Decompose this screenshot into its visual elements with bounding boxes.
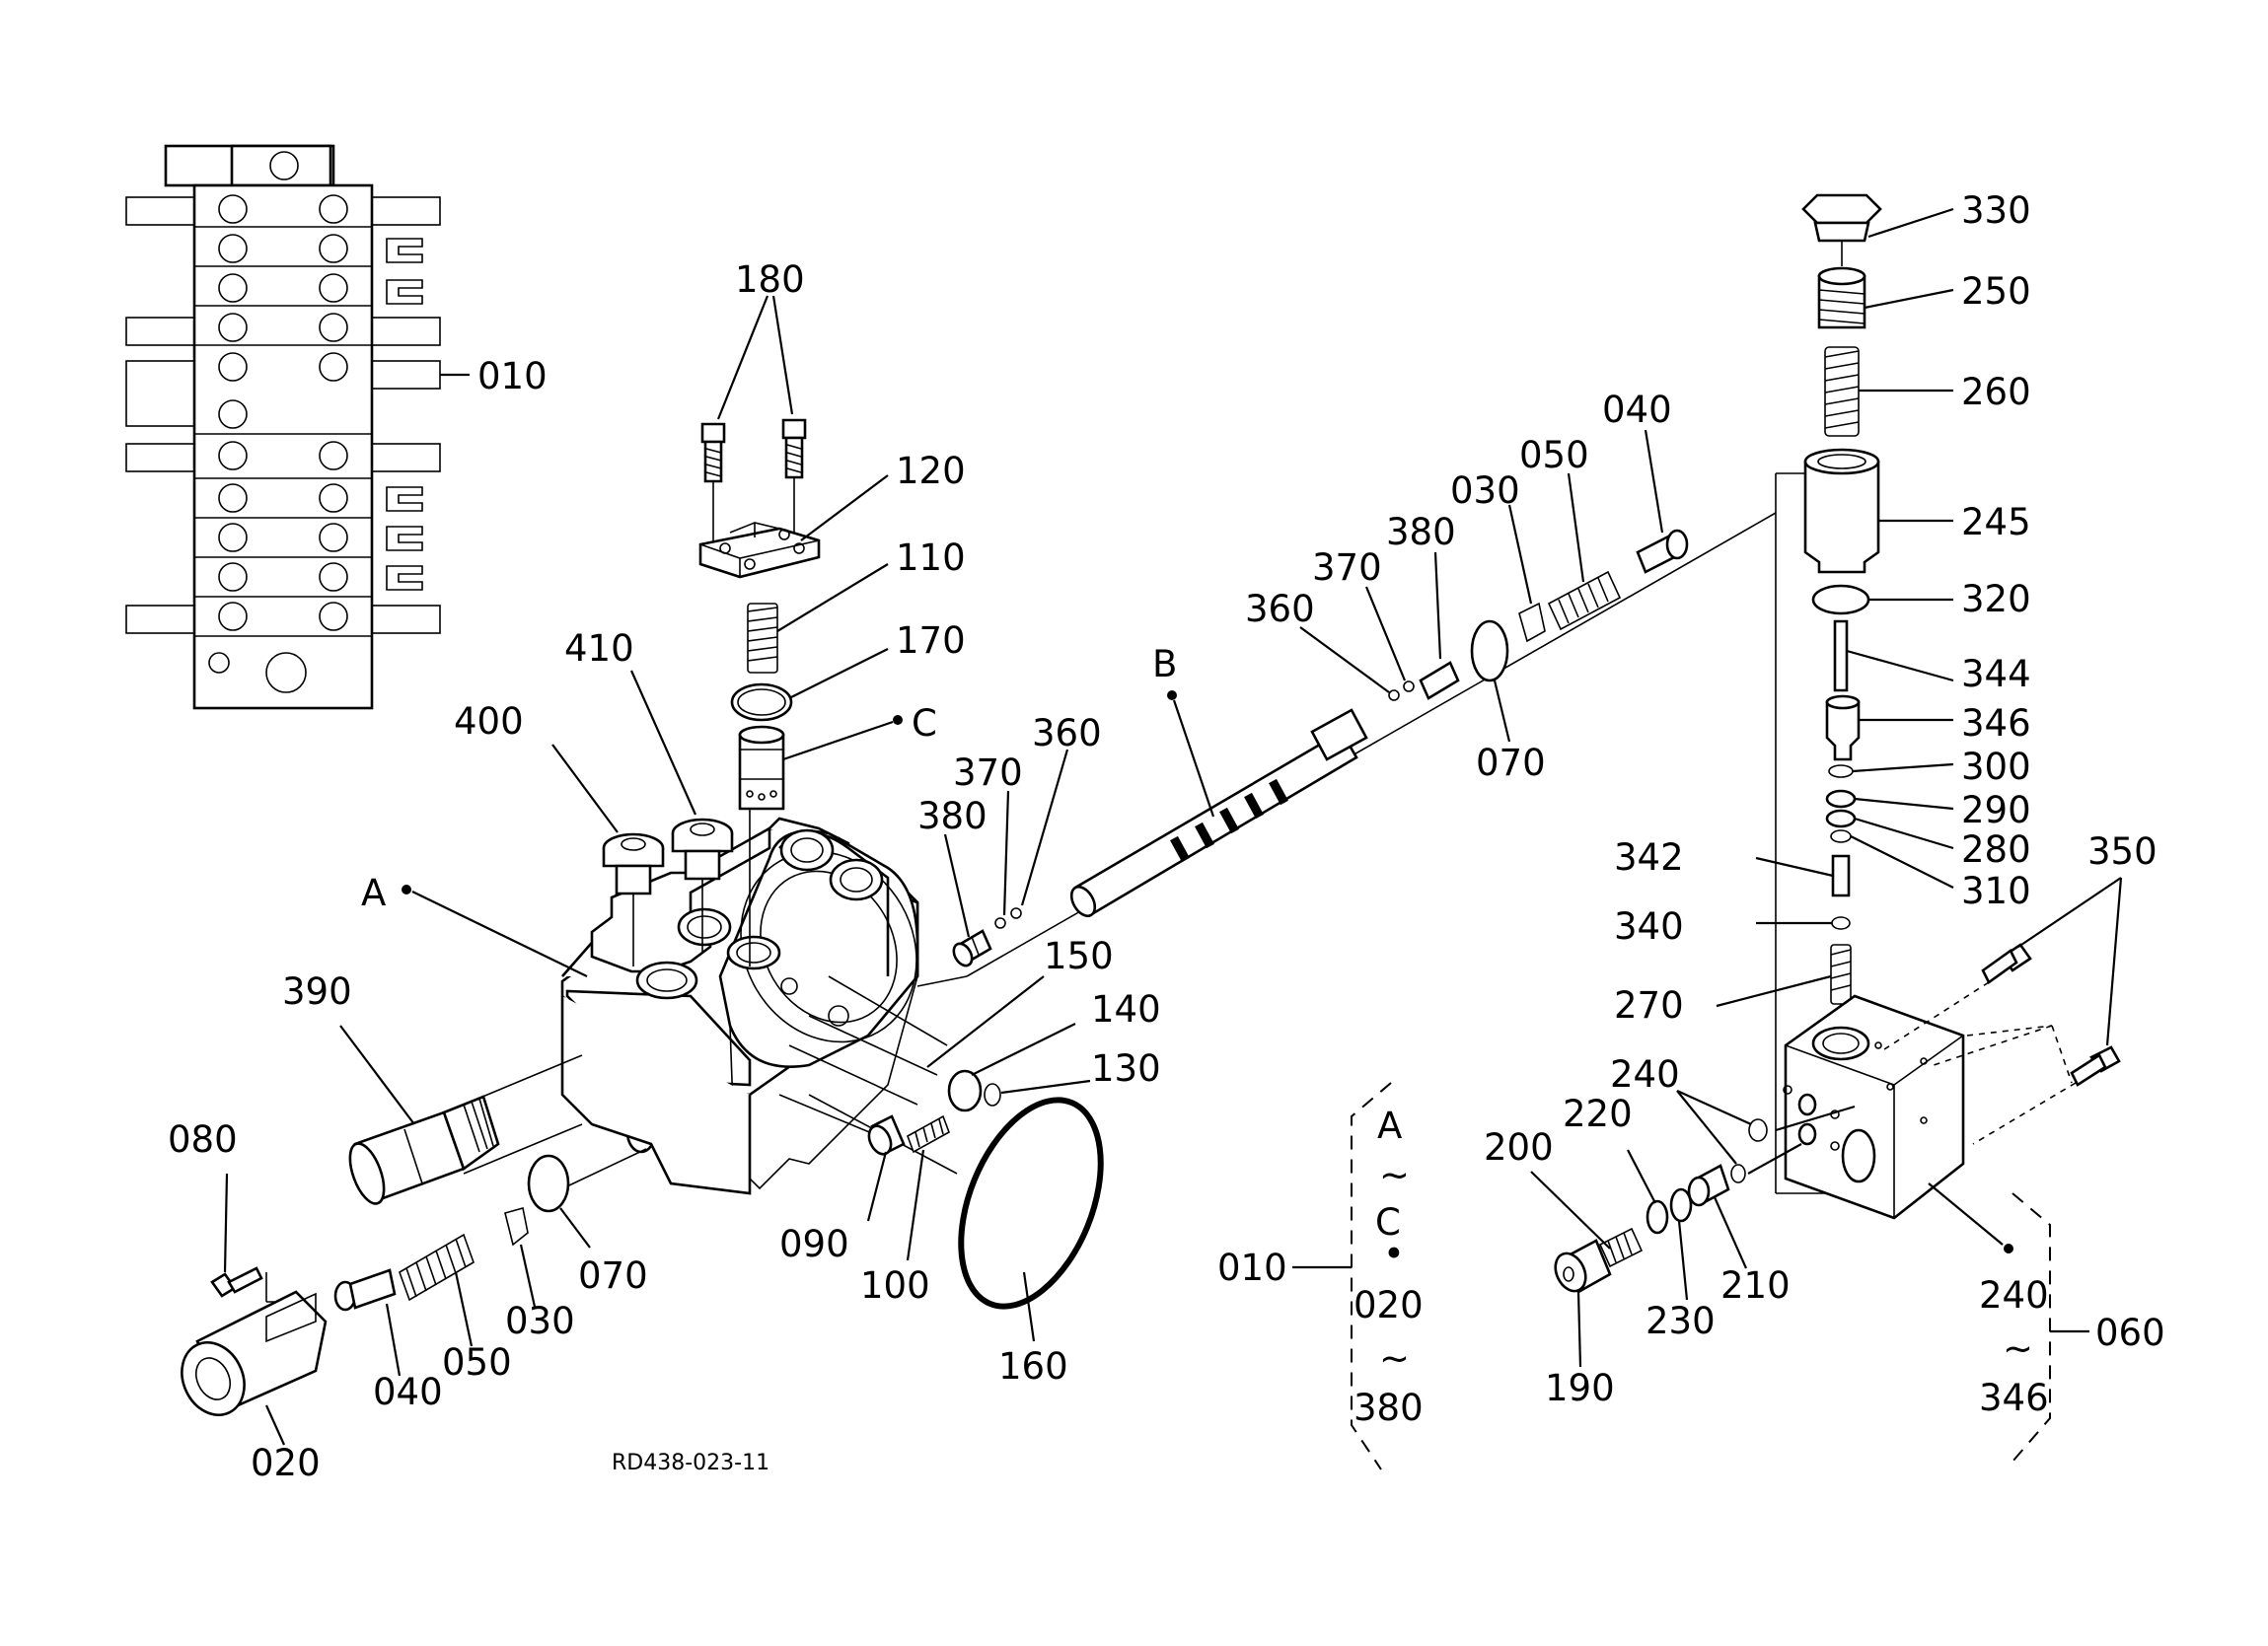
label-020: 020 — [251, 1442, 321, 1484]
label-330: 330 — [1961, 189, 2031, 232]
group-bracket-060 — [2012, 1192, 2089, 1463]
relief-block-060 — [1783, 877, 2123, 1253]
label-346: 346 — [1961, 702, 2031, 745]
relief-valve-390 — [339, 1025, 500, 1205]
label-200: 200 — [1484, 1126, 1554, 1169]
label-170: 170 — [896, 619, 966, 662]
valve-stack-overview — [125, 144, 470, 710]
label-360-right: 360 — [1245, 588, 1315, 630]
label-370-left: 370 — [953, 751, 1023, 794]
label-390: 390 — [282, 970, 352, 1013]
label-090: 090 — [779, 1223, 849, 1265]
label-030-left: 030 — [505, 1300, 575, 1342]
label-245: 245 — [1961, 501, 2031, 543]
left-endcap-parts — [181, 1154, 591, 1446]
label-c-marker: C — [912, 702, 937, 745]
label-300: 300 — [1961, 746, 2031, 788]
label-060-group: 060 — [2095, 1312, 2165, 1354]
label-380-right: 380 — [1386, 511, 1456, 553]
label-160: 160 — [998, 1345, 1068, 1388]
label-070-left: 070 — [578, 1254, 648, 1297]
group-010-range2-start: 020 — [1353, 1284, 1424, 1326]
label-120: 120 — [896, 450, 966, 492]
relief-cartridge-column — [1716, 193, 1954, 1075]
label-180: 180 — [735, 258, 805, 301]
label-050-right: 050 — [1519, 434, 1589, 476]
valve-body — [560, 817, 968, 1195]
top-cover-parts — [698, 295, 903, 811]
label-290: 290 — [1961, 789, 2031, 831]
label-344: 344 — [1961, 653, 2031, 695]
label-040-left: 040 — [373, 1371, 443, 1413]
label-340: 340 — [1614, 905, 1684, 948]
label-250: 250 — [1961, 270, 2031, 313]
label-010-stack: 010 — [477, 355, 548, 397]
label-050-left: 050 — [442, 1341, 512, 1384]
label-230: 230 — [1646, 1300, 1716, 1342]
label-210: 210 — [1720, 1264, 1791, 1307]
group-060-range-start: 240 — [1979, 1274, 2049, 1317]
marker-a-dot — [402, 885, 411, 895]
label-410: 410 — [564, 627, 634, 670]
label-030-right: 030 — [1450, 469, 1520, 512]
group-010-tilde-1: ~ — [1379, 1154, 1410, 1196]
label-110: 110 — [896, 537, 966, 579]
label-370-right: 370 — [1312, 546, 1382, 589]
label-b-marker: B — [1152, 643, 1177, 685]
group-010-range-start: A — [1377, 1105, 1402, 1147]
spool-b-assembly — [943, 429, 1689, 967]
label-280: 280 — [1961, 828, 2031, 871]
plugs-400-410 — [551, 670, 734, 895]
label-310: 310 — [1961, 870, 2031, 912]
label-150: 150 — [1044, 935, 1114, 977]
group-010-range2-end: 380 — [1353, 1387, 1424, 1429]
label-040-right: 040 — [1602, 389, 1672, 431]
group-010-tilde-2: ~ — [1379, 1337, 1410, 1380]
label-260: 260 — [1961, 371, 2031, 413]
label-080: 080 — [168, 1118, 238, 1161]
label-360-left: 360 — [1032, 712, 1102, 754]
label-a-marker: A — [361, 872, 386, 914]
group-060-tilde: ~ — [2003, 1327, 2033, 1370]
label-140: 140 — [1091, 988, 1161, 1031]
port-parts — [866, 975, 1104, 1342]
group-010-bullet: • — [1383, 1233, 1405, 1275]
label-342: 342 — [1614, 836, 1684, 879]
label-190: 190 — [1545, 1367, 1615, 1409]
drawing-code: RD438-023-11 — [612, 1451, 769, 1475]
check-valve-parts — [1530, 1089, 1856, 1368]
label-320: 320 — [1961, 578, 2031, 620]
label-270: 270 — [1614, 984, 1684, 1027]
label-400: 400 — [454, 700, 524, 743]
group-060-range-end: 346 — [1979, 1377, 2049, 1419]
group-010-marker-c: C — [1375, 1201, 1401, 1244]
label-010-group: 010 — [1217, 1247, 1287, 1289]
label-380-left: 380 — [917, 795, 988, 837]
label-100: 100 — [860, 1264, 930, 1307]
label-130: 130 — [1091, 1047, 1161, 1090]
label-220: 220 — [1563, 1093, 1633, 1135]
label-240-top: 240 — [1610, 1053, 1680, 1096]
body-centerlines — [265, 472, 1825, 1303]
label-350: 350 — [2087, 830, 2158, 873]
label-070-right: 070 — [1476, 742, 1546, 784]
group-bracket-010 — [1292, 1082, 1392, 1470]
